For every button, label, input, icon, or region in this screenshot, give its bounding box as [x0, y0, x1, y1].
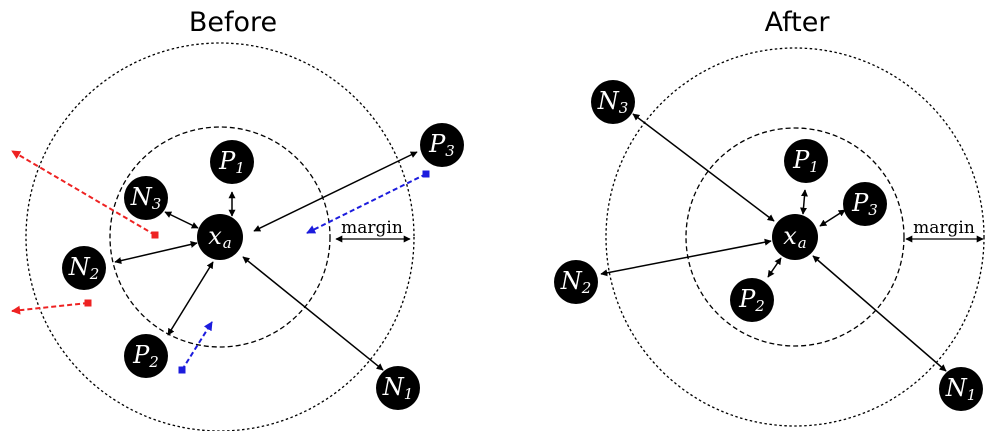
after-p1-sub: 1 — [809, 158, 819, 176]
after-anchor-p2-link — [767, 257, 782, 278]
before-anchor-sub: a — [223, 234, 232, 252]
before-push-arrow-n2 — [11, 302, 89, 315]
after-n2-main: N — [560, 267, 583, 295]
before-n3-main: N — [130, 183, 153, 211]
after-n2-sub: 2 — [581, 279, 592, 297]
after-margin-label: margin — [913, 218, 975, 238]
svg-text:N1: N1 — [382, 373, 414, 403]
svg-text:N2: N2 — [560, 267, 592, 297]
after-p2-sub: 2 — [754, 297, 765, 315]
after-anchor-sub: a — [798, 234, 807, 252]
before-n1-sub: 1 — [404, 385, 414, 403]
before-node-p1: P1 — [210, 140, 254, 184]
before-pull-arrow-p3 — [306, 173, 427, 234]
after-p3-main: P — [851, 189, 869, 217]
after-panel: After margin xa P1 P3 P2 N3 — [554, 7, 985, 427]
after-node-p2: P2 — [730, 278, 774, 322]
after-anchor-n1-link — [812, 255, 947, 372]
after-p2-main: P — [738, 285, 756, 313]
before-anchor-n1-link — [242, 256, 384, 371]
before-node-p3: P3 — [420, 123, 464, 167]
before-inner-circle — [109, 126, 331, 348]
before-n1-main: N — [382, 373, 405, 401]
svg-text:P1: P1 — [218, 147, 245, 177]
svg-text:P3: P3 — [851, 189, 878, 219]
before-anchor-n3-link — [164, 211, 199, 229]
after-p1-main: P — [792, 146, 810, 174]
before-push-arrow-n3 — [11, 150, 156, 236]
before-node-anchor: xa — [197, 214, 243, 260]
svg-text:P1: P1 — [792, 146, 819, 176]
after-n1-sub: 1 — [967, 386, 977, 404]
before-anchor-main: x — [208, 222, 222, 250]
after-anchor-n3-link — [632, 113, 775, 222]
after-node-p3: P3 — [843, 182, 887, 226]
after-anchor-n2-link — [600, 238, 772, 277]
after-outer-margin-circle — [605, 47, 985, 427]
before-anchor-n2-link — [114, 241, 198, 264]
after-n3-sub: 3 — [619, 99, 629, 117]
after-inner-circle — [685, 127, 905, 347]
before-panel: Before margin xa P1 N3 — [11, 7, 464, 431]
before-outer-margin-circle — [25, 42, 415, 431]
svg-text:N1: N1 — [945, 374, 977, 404]
svg-text:N3: N3 — [130, 183, 162, 213]
after-node-p1: P1 — [784, 139, 828, 183]
before-pull-arrow-p2 — [181, 321, 213, 371]
before-anchor-p3-link — [253, 151, 418, 232]
svg-text:P2: P2 — [132, 341, 159, 371]
after-node-n3: N3 — [591, 80, 635, 124]
after-node-anchor: xa — [772, 214, 818, 260]
after-title: After — [765, 7, 831, 38]
svg-text:N3: N3 — [597, 87, 629, 117]
before-node-p2: P2 — [124, 334, 168, 378]
before-push-arrow-n3-tail — [151, 231, 159, 239]
after-n3-main: N — [597, 87, 620, 115]
after-p3-sub: 3 — [868, 201, 878, 219]
before-node-n2: N2 — [62, 246, 106, 290]
before-n3-sub: 3 — [152, 195, 162, 213]
after-n1-main: N — [945, 374, 968, 402]
after-anchor-main: x — [783, 222, 797, 250]
before-p2-sub: 2 — [148, 353, 159, 371]
svg-text:N2: N2 — [68, 253, 100, 283]
before-n2-sub: 2 — [89, 265, 100, 283]
before-p3-main: P — [428, 130, 446, 158]
before-pull-arrow-p3-tail — [422, 170, 430, 178]
before-margin-label: margin — [341, 218, 403, 238]
after-anchor-p1-link — [800, 189, 808, 215]
after-node-n2: N2 — [554, 260, 598, 304]
before-node-n3: N3 — [124, 176, 168, 220]
svg-text:P3: P3 — [428, 130, 455, 160]
before-p1-sub: 1 — [235, 159, 245, 177]
after-node-n1: N1 — [939, 367, 983, 411]
svg-text:P2: P2 — [738, 285, 765, 315]
before-push-arrow-n2-tail — [84, 299, 92, 307]
before-p2-main: P — [132, 341, 150, 369]
svg-text:xa: xa — [208, 222, 232, 252]
before-p1-main: P — [218, 147, 236, 175]
before-anchor-p2-link — [167, 261, 214, 336]
before-n2-main: N — [68, 253, 91, 281]
before-title: Before — [189, 7, 277, 38]
before-node-n1: N1 — [376, 366, 420, 410]
before-pull-arrow-p2-tail — [178, 366, 186, 374]
svg-text:xa: xa — [783, 222, 807, 252]
before-p3-sub: 3 — [445, 142, 455, 160]
after-anchor-p3-link — [819, 209, 846, 227]
